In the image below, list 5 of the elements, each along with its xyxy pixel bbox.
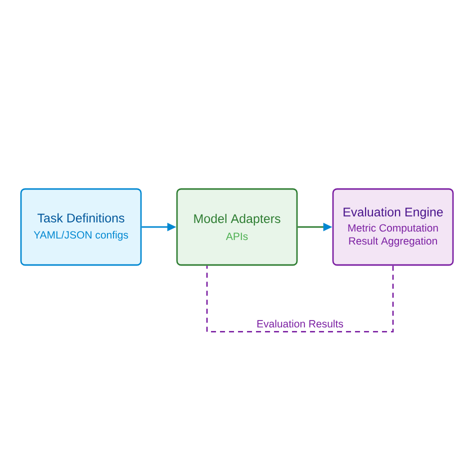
process-box: Model Adapters APIs	[176, 188, 298, 266]
dashed-connector	[206, 266, 394, 332]
process-box: Task Definitions YAML/JSON configs	[20, 188, 142, 266]
process-box: Evaluation Engine Metric Computation Result Aggregation	[332, 188, 454, 266]
edge-label: Evaluation Results	[257, 320, 344, 328]
